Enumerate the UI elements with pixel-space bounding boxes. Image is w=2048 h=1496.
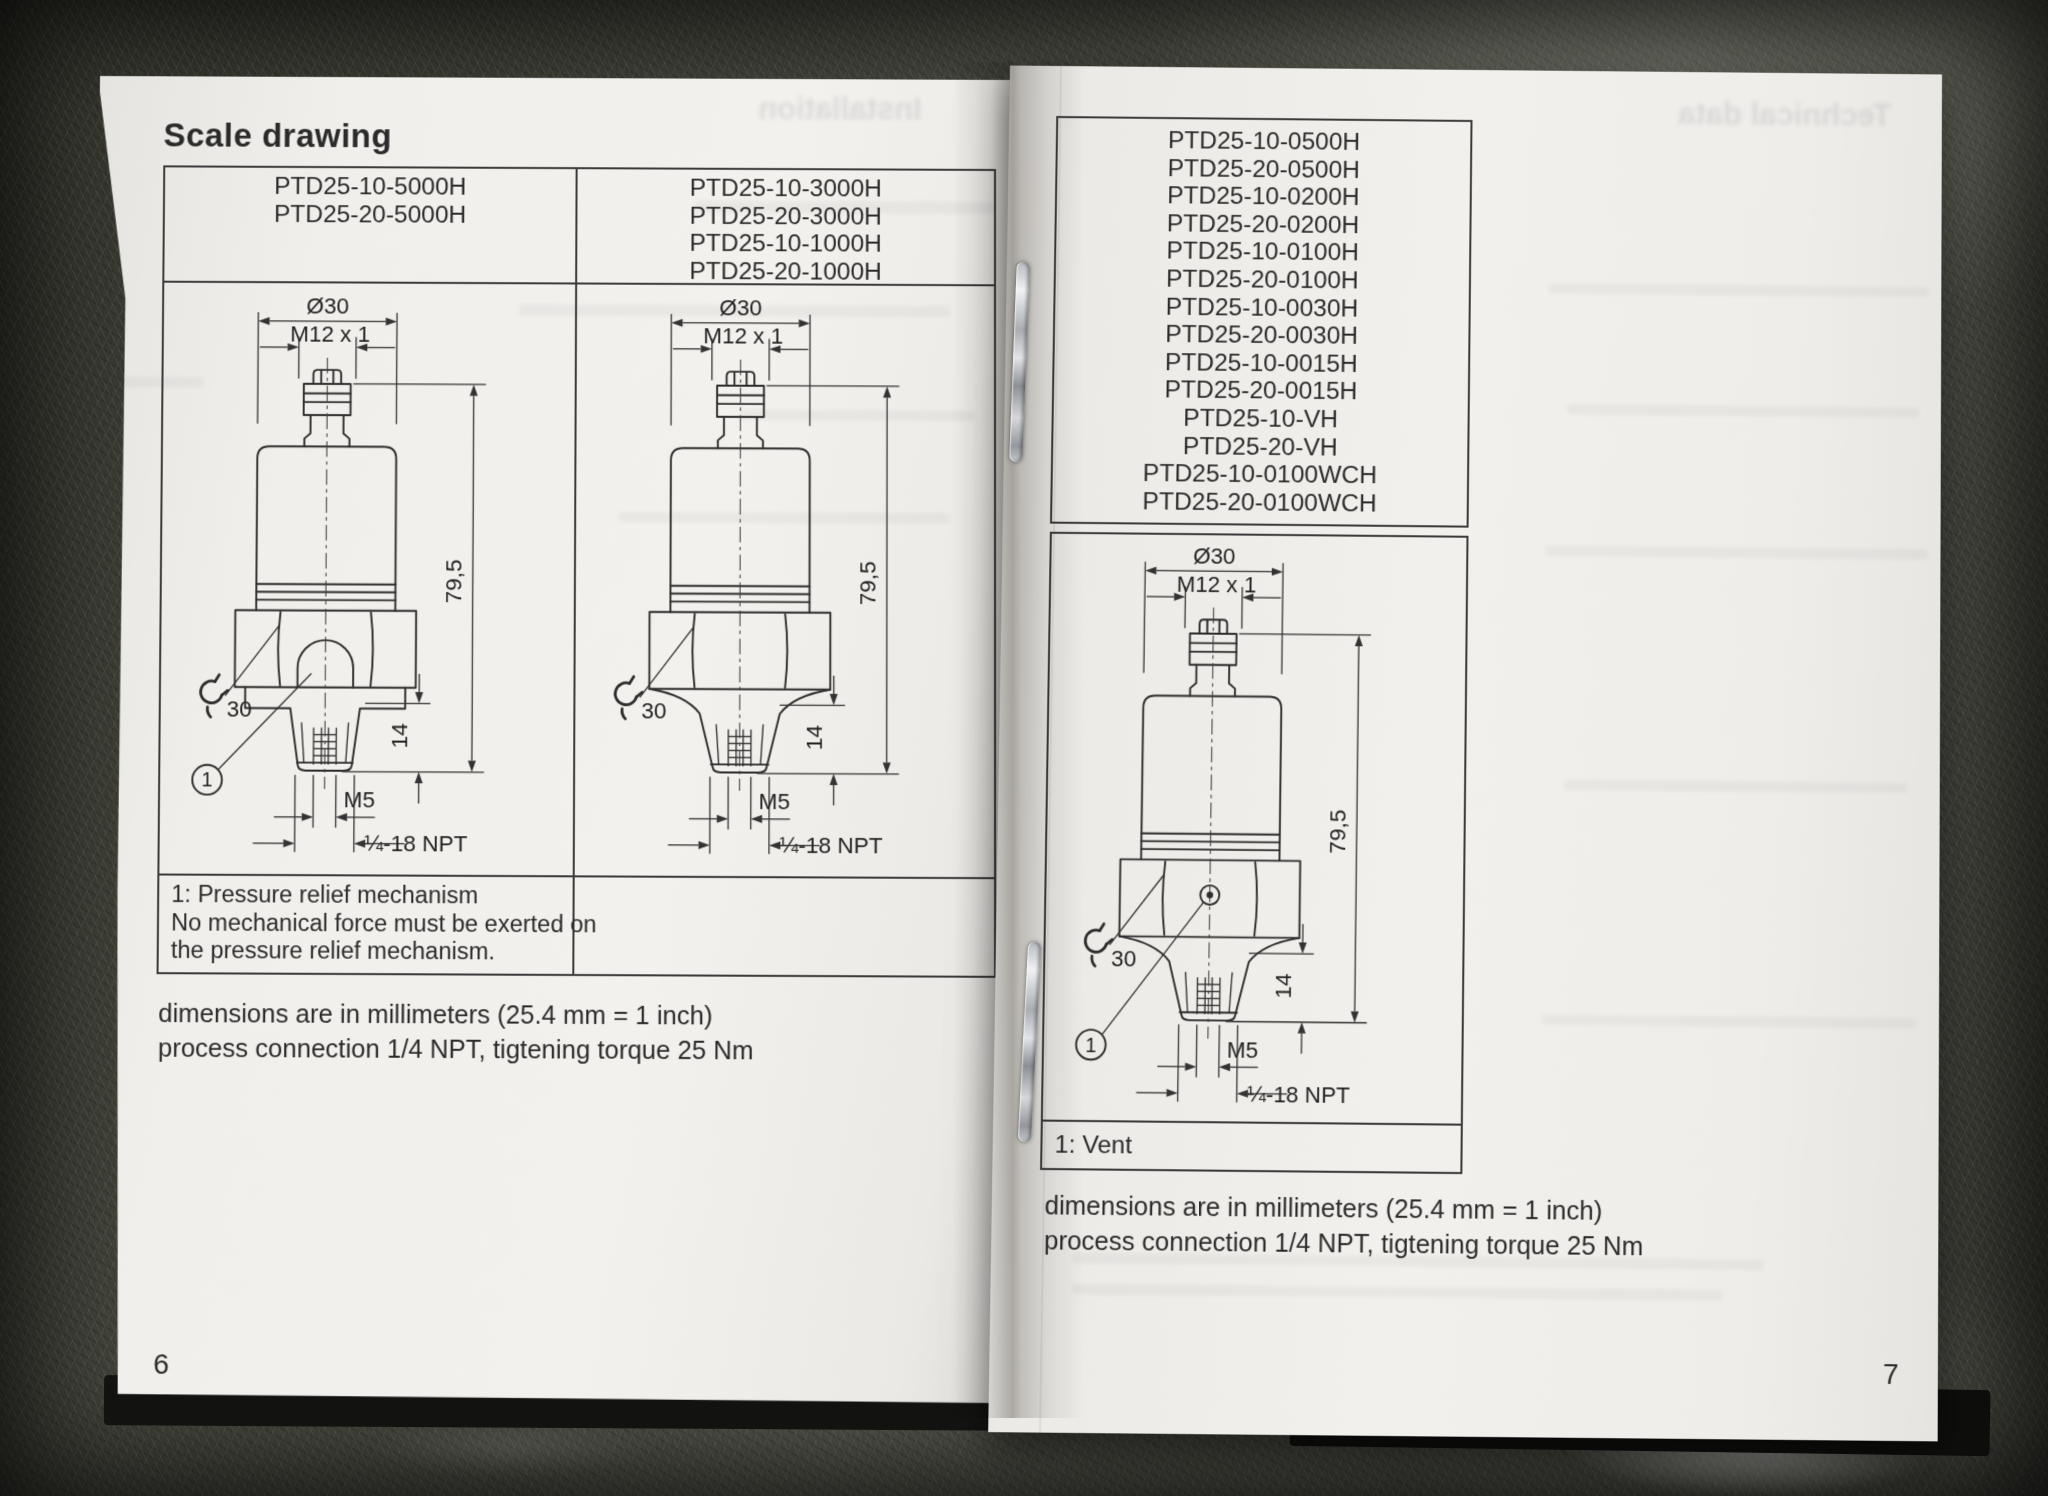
wrench-size-label: 30	[1111, 945, 1136, 971]
model-number: PTD25-20-3000H	[689, 202, 882, 231]
drawing-left-2: Ø30 M12 x 1 79,5 14 M5 ¼-18 NPT 30	[587, 295, 953, 864]
dim-inner-thread-label: M5	[759, 789, 791, 815]
model-number: PTD25-10-0100WCH	[1142, 459, 1378, 490]
model-number: PTD25-10-1000H	[689, 229, 882, 258]
drawing-cell-right: Ø30 M12 x 1 79,5 14 M5 ¼-18 NPT 30	[575, 284, 994, 877]
dim-connector-thread-label: M12 x 1	[1177, 571, 1257, 597]
footer-line: process connection 1/4 NPT, tigtening to…	[1043, 1226, 1644, 1262]
model-number: PTD25-10-0030H	[1165, 293, 1359, 323]
dim-inner-thread-label: M5	[344, 787, 376, 813]
note-line: 1: Pressure relief mechanism	[171, 880, 479, 909]
dim-overall-height-label: 79,5	[441, 559, 466, 603]
callout-1: 1	[192, 673, 311, 795]
model-number: PTD25-20-VH	[1182, 432, 1338, 462]
dim-process-connection-label: ¼-18 NPT	[779, 833, 883, 859]
callout-number: 1	[201, 770, 212, 792]
page-number-7: 7	[1882, 1357, 1899, 1391]
model-number: PTD25-20-5000H	[273, 200, 467, 229]
bleedthrough-heading-technical-data: Technical data	[1678, 95, 1892, 134]
model-number: PTD25-10-0100H	[1166, 237, 1360, 267]
dim-diameter-label: Ø30	[306, 293, 349, 318]
model-number: PTD25-20-0500H	[1167, 154, 1361, 184]
booklet-page-left: Installation Scale drawing PTD25-10-5000…	[88, 76, 1010, 1403]
footer-line: dimensions are in millimeters (25.4 mm =…	[158, 999, 713, 1031]
callout-number: 1	[1085, 1034, 1096, 1057]
model-number: PTD25-10-0200H	[1167, 182, 1360, 212]
bleedthrough-text-ghost	[1567, 404, 1919, 418]
wrench-size-label: 30	[227, 697, 252, 722]
bleedthrough-heading-installation: Installation	[758, 90, 922, 127]
dim-overall-height-label: 79,5	[1325, 809, 1351, 853]
bleedthrough-text-ghost	[1548, 283, 1930, 297]
dim-process-connection-label: ¼-18 NPT	[364, 831, 468, 857]
dim-connector-thread-label: M12 x 1	[290, 322, 370, 347]
vent-note-row: 1: Vent	[1042, 1119, 1461, 1173]
vent-note-label: 1: Vent	[1054, 1130, 1133, 1160]
page-title: Scale drawing	[163, 116, 393, 155]
footer-left: dimensions are in millimeters (25.4 mm =…	[158, 997, 754, 1069]
dim-thread-length-label: 14	[802, 725, 827, 750]
model-number: PTD25-10-VH	[1183, 404, 1339, 434]
bleedthrough-text-ghost	[1564, 779, 1908, 794]
bleedthrough-text-ghost	[1071, 1283, 1723, 1301]
vent-drawing-box: 1 Ø30 M12 x 1 79,5 14 M5 ¼-18 NPT 30 1: …	[1040, 531, 1469, 1175]
dim-thread-length-label: 14	[1271, 973, 1297, 999]
model-number: PTD25-20-0015H	[1164, 376, 1358, 406]
footer-right: dimensions are in millimeters (25.4 mm =…	[1044, 1189, 1644, 1265]
empty-note-cell	[574, 875, 994, 975]
dim-process-connection-label: ¼-18 NPT	[1247, 1081, 1350, 1108]
model-number: PTD25-20-1000H	[689, 257, 882, 286]
bleedthrough-text-ghost	[1541, 1014, 1917, 1029]
pressure-sensor-drawing-relief: 1 Ø30 M12 x 1 79,5 14 M5 ¼-18 NPT 30	[172, 293, 541, 862]
dim-overall-height-label: 79,5	[855, 561, 880, 605]
note-line: the pressure relief mechanism.	[170, 936, 496, 965]
pressure-sensor-drawing-vent: 1 Ø30 M12 x 1 79,5 14 M5 ¼-18 NPT 30	[1055, 543, 1425, 1108]
drawing-left-1: 1 Ø30 M12 x 1 79,5 14 M5 ¼-18 NPT 30	[172, 293, 541, 862]
page-number-6: 6	[153, 1348, 170, 1381]
model-number: PTD25-10-0500H	[1167, 127, 1361, 156]
drawing-right: 1 Ø30 M12 x 1 79,5 14 M5 ¼-18 NPT 30	[1055, 542, 1425, 1113]
model-number: PTD25-10-5000H	[274, 172, 467, 201]
model-number: PTD25-20-0100H	[1165, 265, 1359, 295]
bleedthrough-text-ghost	[1545, 545, 1929, 560]
model-number: PTD25-20-0030H	[1165, 320, 1359, 351]
model-number: PTD25-10-3000H	[689, 174, 882, 203]
footer-line: dimensions are in millimeters (25.4 mm =…	[1044, 1191, 1603, 1226]
callout-1: 1	[1076, 901, 1204, 1061]
footer-line: process connection 1/4 NPT, tigtening to…	[157, 1034, 754, 1066]
pressure-sensor-drawing-plain: Ø30 M12 x 1 79,5 14 M5 ¼-18 NPT 30	[587, 295, 953, 864]
dim-thread-length-label: 14	[387, 723, 412, 748]
note-line: No mechanical force must be exerted on	[170, 908, 597, 937]
model-number: PTD25-20-0200H	[1166, 210, 1360, 240]
model-number: PTD25-10-0015H	[1164, 348, 1358, 378]
dim-diameter-label: Ø30	[1193, 543, 1236, 569]
wrench-size-label: 30	[641, 698, 666, 723]
dim-inner-thread-label: M5	[1227, 1037, 1259, 1063]
dim-diameter-label: Ø30	[719, 295, 762, 320]
dim-connector-thread-label: M12 x 1	[703, 324, 783, 349]
drawing-cell-left: 1 Ø30 M12 x 1 79,5 14 M5 ¼-18 NPT 30	[159, 283, 577, 876]
model-number: PTD25-20-0100WCH	[1142, 487, 1377, 518]
